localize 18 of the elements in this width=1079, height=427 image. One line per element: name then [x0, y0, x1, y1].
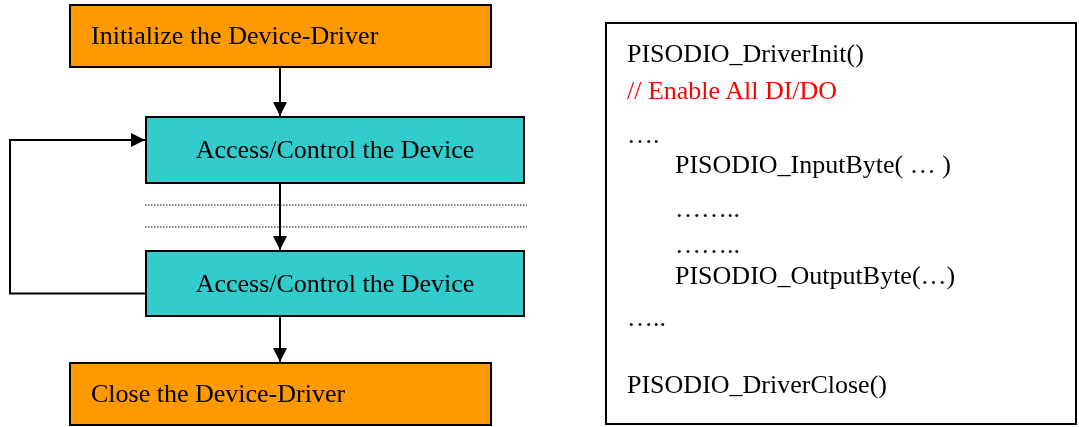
code-line: ……..	[675, 230, 740, 260]
process-box	[145, 250, 525, 317]
code-line: PISODIO_InputByte( … )	[675, 150, 951, 180]
code-line: PISODIO_DriverClose()	[627, 370, 887, 400]
code-line: PISODIO_OutputByte(…)	[675, 261, 956, 291]
process-box	[69, 362, 492, 426]
box-label: Access/Control the Device	[194, 268, 476, 299]
box-label: Initialize the Device-Driver	[91, 21, 379, 51]
code-line: PISODIO_DriverInit()	[627, 39, 864, 69]
code-line: ….	[627, 120, 660, 150]
code-line: ……..	[675, 194, 740, 224]
code-comment: // Enable All DI/DO	[627, 76, 838, 106]
process-box	[69, 4, 492, 68]
box-label: Access/Control the Device	[194, 135, 476, 165]
code-line: …..	[627, 303, 666, 333]
code-panel	[605, 22, 1077, 425]
process-box	[145, 116, 525, 184]
box-label: Close the Device-Driver	[91, 379, 346, 409]
